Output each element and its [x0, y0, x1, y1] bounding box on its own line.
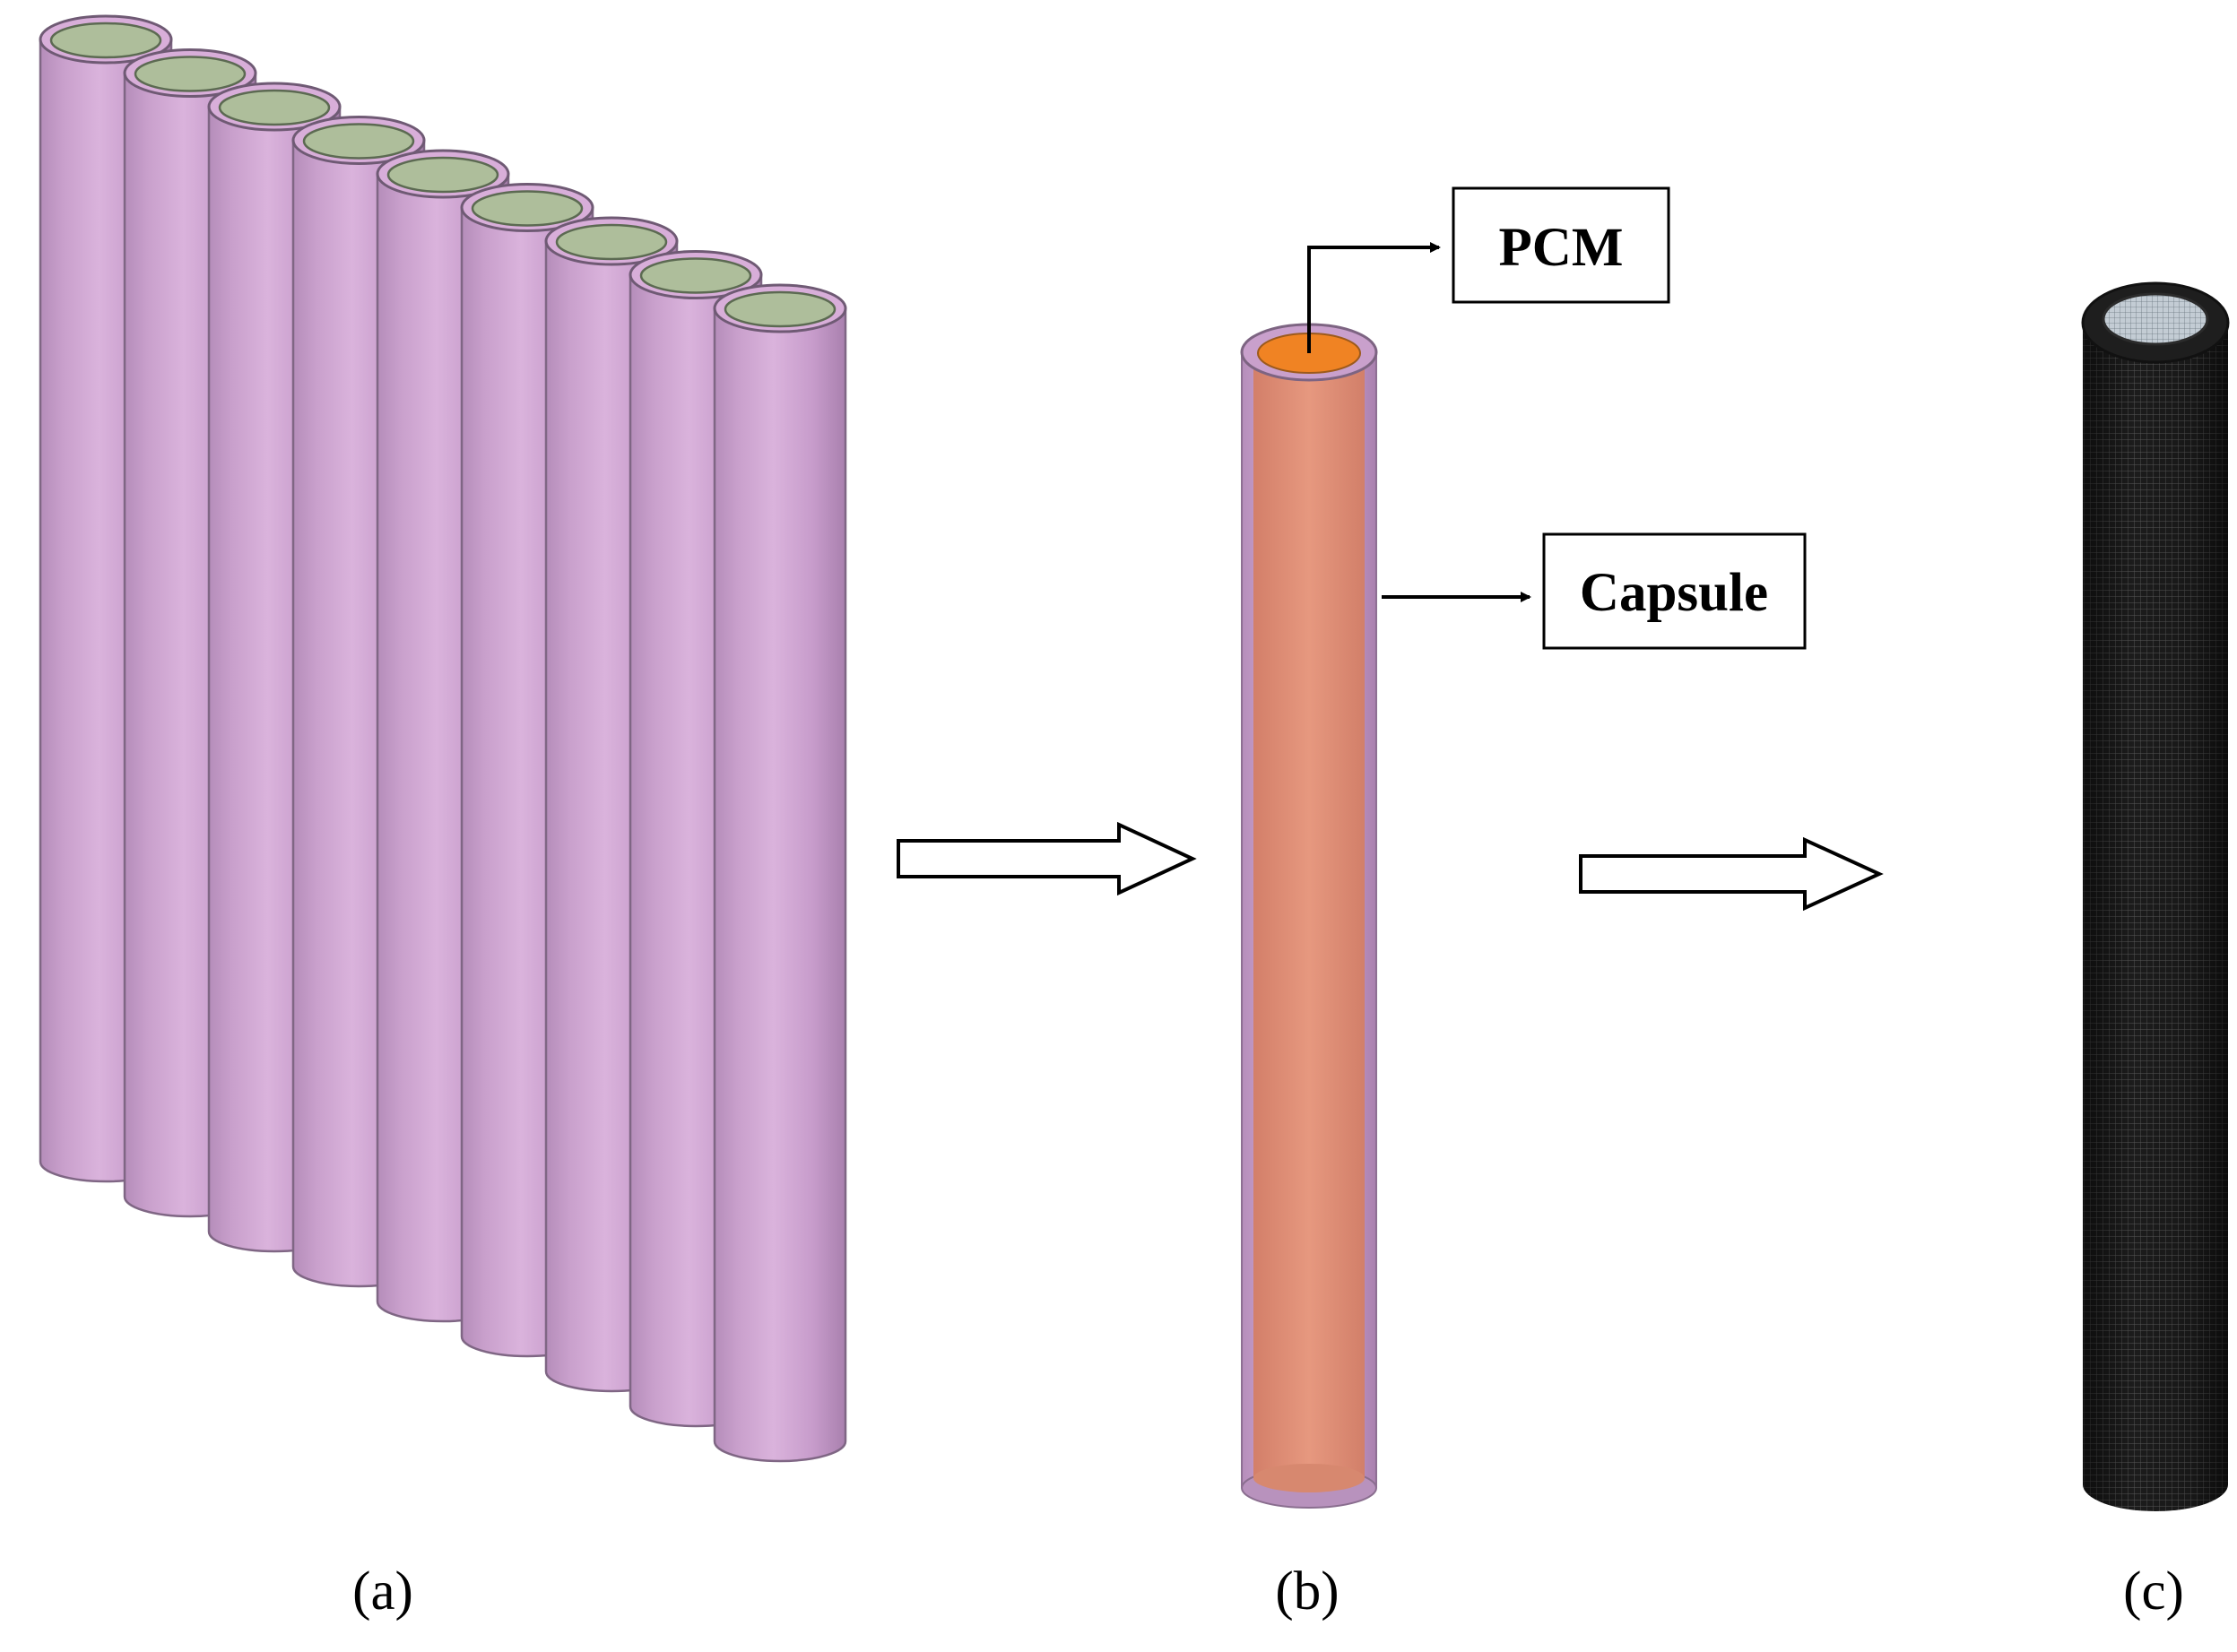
capsule-label-box — [1542, 532, 1807, 650]
pcm-core-top — [555, 223, 668, 261]
meshed-capsule — [2081, 281, 2230, 1511]
process-arrow-a-to-b — [897, 821, 1197, 896]
capsule-callout: Capsule — [1382, 532, 1807, 650]
panel-label-c: (c) — [2123, 1561, 2184, 1622]
capsule-label: Capsule — [1580, 563, 1768, 623]
panel-label-b: (b) — [1275, 1561, 1339, 1622]
single-capsule — [1240, 323, 1378, 1509]
pcm-core-top — [218, 89, 331, 126]
process-arrow-b-to-c — [1579, 836, 1884, 912]
mesh-top-face — [2102, 292, 2209, 346]
pcm-core-top — [49, 22, 162, 59]
pcm-core-top — [639, 257, 752, 294]
pcm-core-top — [302, 123, 415, 160]
pcm-core-top — [386, 156, 499, 194]
pcm-core-top — [134, 56, 247, 92]
pcm-label: PCM — [1499, 218, 1624, 278]
capsule-tube — [713, 283, 847, 1463]
capsule-tube-array — [39, 14, 847, 1463]
pcm-core-top — [471, 190, 584, 227]
pcm-callout: PCM — [1307, 186, 1670, 353]
panel-label-a: (a) — [352, 1561, 413, 1622]
pcm-label-box — [1452, 186, 1670, 304]
pcm-core-top — [724, 290, 837, 328]
